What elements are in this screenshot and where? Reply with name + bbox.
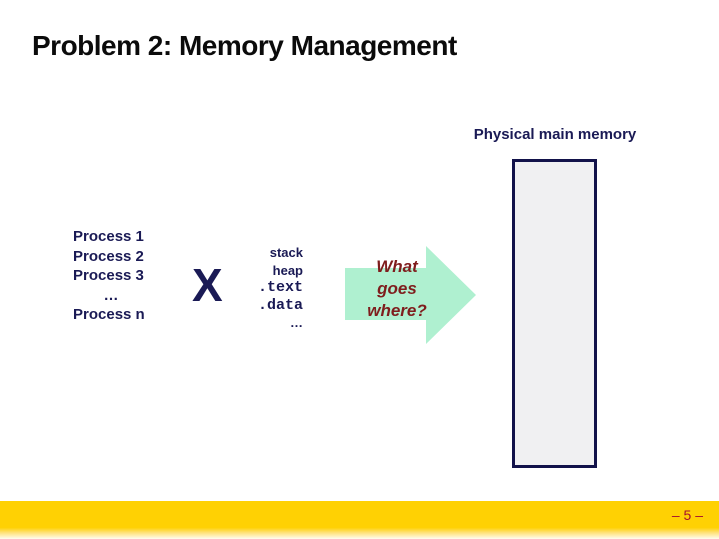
process-list-item: Process 1 bbox=[73, 228, 144, 245]
segment-list: stack heap .text .data … bbox=[200, 244, 303, 332]
right-arrow-icon bbox=[345, 246, 476, 344]
arrow-label-line: goes bbox=[377, 279, 417, 298]
physical-memory-rectangle bbox=[512, 159, 597, 468]
arrow-label-line: What bbox=[376, 257, 418, 276]
process-list-ellipsis: … bbox=[103, 286, 119, 304]
right-arrow-shape bbox=[345, 246, 477, 345]
segment-list-ellipsis: … bbox=[290, 315, 303, 330]
x-mapping-mark: X bbox=[192, 259, 223, 311]
process-list-item: Process n bbox=[73, 306, 145, 323]
page-number: – 5 – bbox=[671, 507, 703, 523]
arrow-label-line: where? bbox=[367, 301, 427, 320]
process-list-item: Process 2 bbox=[73, 247, 144, 265]
process-list: Process 1 Process 2 Process 3 … Process … bbox=[73, 227, 173, 325]
footer-bar: – 5 – bbox=[0, 501, 719, 539]
physical-memory-label: Physical main memory bbox=[473, 126, 637, 143]
segment-item-data: .data bbox=[257, 296, 303, 314]
process-list-item: Process 3 bbox=[73, 267, 144, 284]
segment-item-text: .text bbox=[257, 279, 303, 296]
slide-title: Problem 2: Memory Management bbox=[32, 30, 457, 61]
segment-item-stack: stack bbox=[269, 245, 303, 260]
segment-item-heap: heap bbox=[272, 262, 303, 278]
arrow-label: What goes where? bbox=[347, 256, 447, 322]
